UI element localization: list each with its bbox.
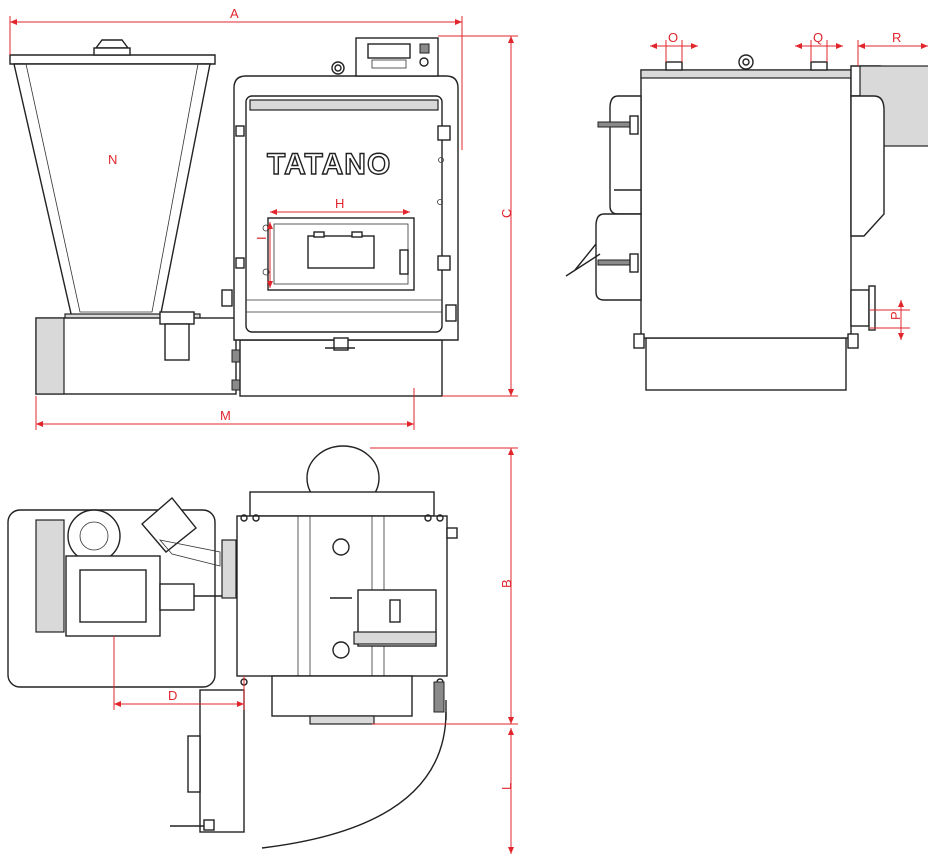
- dimension-d: D: [113, 636, 245, 710]
- label-p: P: [888, 311, 903, 320]
- boiler-front: TATANO: [221, 37, 459, 397]
- label-n: N: [108, 152, 117, 167]
- dimension-l: L: [499, 728, 514, 854]
- dimension-a: A: [9, 6, 463, 150]
- label-q: Q: [813, 30, 823, 45]
- dimension-q: Q: [795, 30, 843, 62]
- dimension-o: O: [650, 30, 698, 62]
- ash-door: [262, 217, 415, 291]
- label-b: B: [499, 579, 514, 588]
- dimension-i: I: [254, 222, 273, 288]
- label-m: M: [220, 408, 231, 423]
- control-panel: [355, 37, 439, 77]
- label-c: C: [499, 209, 514, 218]
- top-view: D B L: [7, 445, 518, 854]
- pellet-hopper: [9, 39, 216, 325]
- label-a: A: [230, 6, 239, 21]
- front-view: TATANO: [9, 6, 518, 430]
- dimension-r: R: [857, 30, 928, 66]
- side-view: O Q R P: [565, 30, 928, 391]
- dimension-b: B: [370, 447, 518, 725]
- auger-unit: [35, 311, 241, 395]
- dimension-c: C: [438, 35, 518, 397]
- dimension-m: M: [35, 388, 415, 430]
- label-h: H: [335, 196, 344, 211]
- label-r: R: [892, 30, 901, 45]
- dimension-h: H: [270, 196, 410, 215]
- label-o: O: [668, 30, 678, 45]
- label-d: D: [168, 688, 177, 703]
- label-l: L: [499, 783, 514, 790]
- label-i: I: [254, 236, 269, 240]
- dimension-p: P: [870, 300, 910, 340]
- brand-logo: TATANO: [267, 148, 391, 181]
